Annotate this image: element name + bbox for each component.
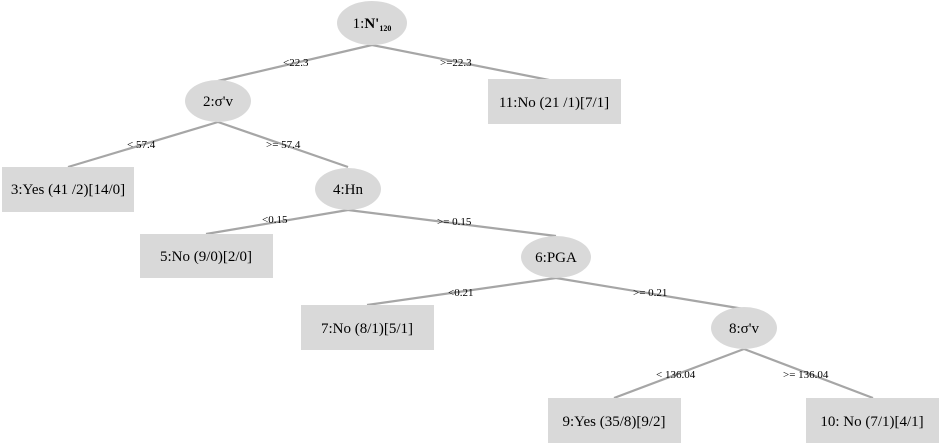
edge-label-2-4: >= 57.4 (266, 139, 301, 151)
edge-4-5 (205, 208, 349, 236)
tree-leaf-7: 7:No (8/1)[5/1] (301, 305, 434, 350)
edge-1-11 (371, 43, 555, 83)
root-node-id: 1 (353, 16, 361, 32)
node-label: 2:σ'v (203, 94, 233, 110)
edge-label-8-9: < 136.04 (656, 369, 696, 381)
edge-label-6-7: <0.21 (448, 287, 473, 299)
edge-8-9 (613, 347, 745, 400)
edge-label-4-6: >= 0.15 (437, 216, 472, 228)
leaf-label: 11:No (21 /1)[7/1] (499, 95, 609, 111)
edge-6-8 (555, 276, 745, 311)
leaf-label: 7:No (8/1)[5/1] (321, 321, 413, 337)
edge-8-10 (743, 347, 874, 400)
edge-2-4 (217, 120, 349, 169)
root-node-variable: N' (364, 16, 379, 32)
leaf-label: 9:Yes (35/8)[9/2] (562, 414, 665, 430)
edge-label-4-5: <0.15 (262, 214, 288, 226)
edge-label-2-3: < 57.4 (127, 139, 156, 151)
leaf-label: 3:Yes (41 /2)[14/0] (11, 182, 125, 198)
tree-leaf-9: 9:Yes (35/8)[9/2] (548, 398, 681, 443)
tree-leaf-3: 3:Yes (41 /2)[14/0] (2, 167, 134, 212)
edge-label-8-10: >= 136.04 (783, 369, 829, 381)
tree-node-6: 6:PGA (521, 236, 591, 278)
edge-labels: <22.3 >=22.3 < 57.4 >= 57.4 <0.15 >= 0.1… (127, 57, 829, 381)
edges (67, 43, 874, 400)
node-label: 6:PGA (535, 250, 577, 266)
edge-label-6-8: >= 0.21 (633, 287, 667, 299)
tree-leaf-10: 10: No (7/1)[4/1] (806, 398, 939, 443)
root-node-label: 1:N'120 (353, 16, 392, 33)
tree-node-8: 8:σ'v (711, 307, 777, 349)
edge-2-3 (67, 120, 219, 169)
edge-label-1-2: <22.3 (283, 57, 309, 69)
tree-node-2: 2:σ'v (185, 80, 251, 122)
leaf-box (488, 79, 621, 124)
leaf-box (140, 234, 273, 278)
leaf-box (2, 167, 134, 212)
node-ellipse (521, 236, 591, 278)
leaf-label: 5:No (9/0)[2/0] (160, 249, 252, 265)
root-node-separator: : (360, 16, 364, 32)
node-ellipse (315, 168, 381, 210)
edge-label-1-11: >=22.3 (440, 57, 472, 69)
tree-leaf-5: 5:No (9/0)[2/0] (140, 234, 273, 278)
tree-node-1: 1:N'120 (337, 1, 407, 45)
leaf-label: 10: No (7/1)[4/1] (820, 414, 923, 430)
node-ellipse (711, 307, 777, 349)
node-label: 4:Hn (333, 182, 364, 198)
node-label: 8:σ'v (729, 321, 759, 337)
edge-1-2 (217, 43, 373, 83)
tree-node-4: 4:Hn (315, 168, 381, 210)
edge-4-6 (347, 208, 557, 238)
node-ellipse (185, 80, 251, 122)
leaf-box (301, 305, 434, 350)
leaf-box (806, 398, 939, 443)
tree-leaf-11: 11:No (21 /1)[7/1] (488, 79, 621, 124)
leaf-box (548, 398, 681, 443)
root-node-variable-subscript: 120 (379, 24, 391, 33)
edge-6-7 (366, 276, 557, 307)
node-ellipse (337, 1, 407, 45)
